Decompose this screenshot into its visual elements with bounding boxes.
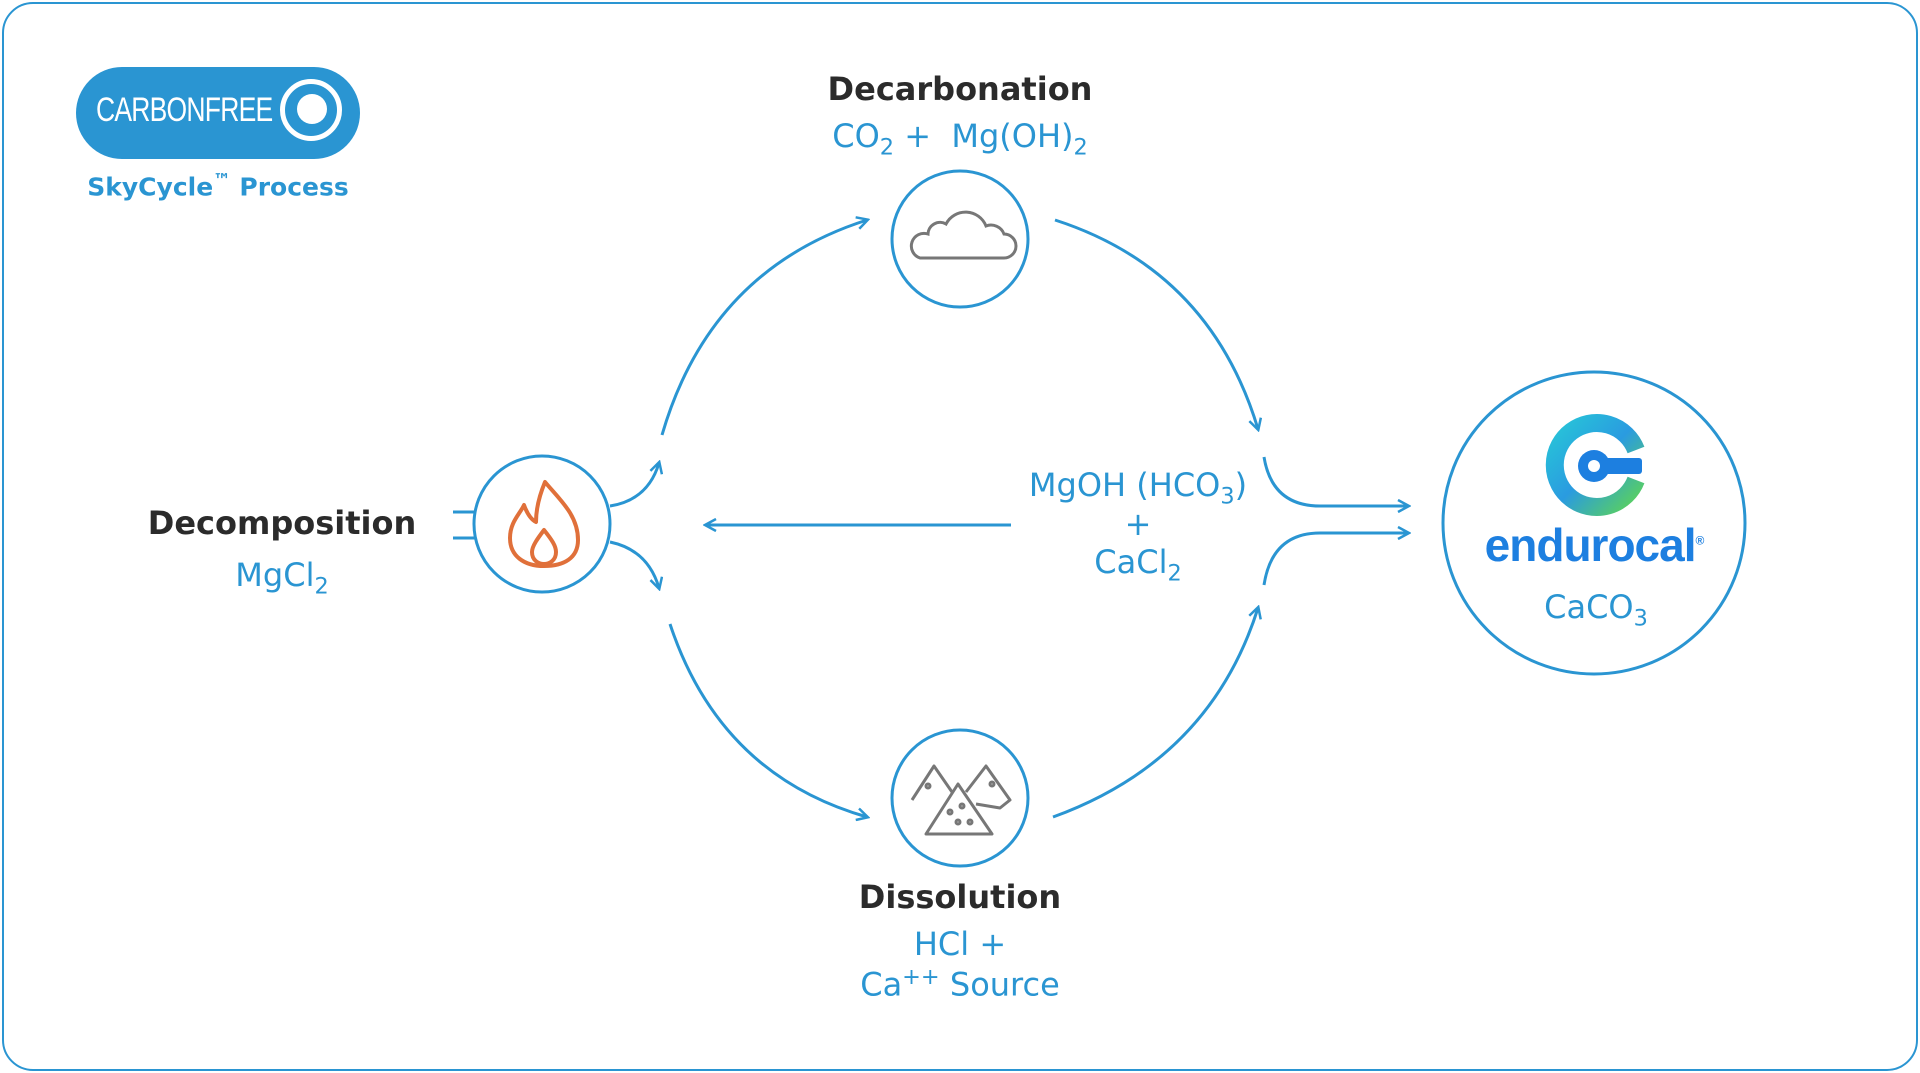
hco3-sub: 3 (1220, 483, 1235, 510)
arrow-dissolution-to-product (1052, 608, 1258, 819)
mgcl2-sub: 2 (314, 573, 329, 600)
center-line1: MgOH (HCO3) (1029, 466, 1247, 509)
mgcl2: MgCl (235, 556, 315, 594)
mgoh2-sub: 2 (1073, 134, 1088, 161)
source: Source (939, 965, 1060, 1004)
caco3-sub: 3 (1633, 605, 1648, 632)
dissolution-title: Dissolution (858, 878, 1062, 916)
decomposition-title: Decomposition (147, 504, 417, 542)
decarbonation-formula: CO2 + Mg(OH)2 (832, 117, 1088, 160)
process-word: Process (239, 172, 349, 202)
globe-icon (280, 79, 342, 141)
carbonfree-logo: CARBONFREE (76, 67, 360, 159)
center-line3: CaCl2 (1094, 543, 1181, 586)
arrow-decomposition-to-decarbonation (660, 220, 867, 436)
ca: Ca (860, 965, 903, 1004)
decarbonation-title: Decarbonation (827, 70, 1093, 108)
dissolution-line1: HCl + (913, 925, 1007, 963)
arrow-merge-bottom (1262, 533, 1408, 586)
co2-sub: 2 (879, 134, 895, 161)
cloud-icon (909, 210, 1018, 260)
fire-icon (508, 480, 580, 568)
cacl2-sub: 2 (1167, 560, 1182, 587)
endurocal-text: endurocal (1484, 519, 1697, 571)
arrow-decarbonation-to-product (1054, 218, 1258, 429)
skycycle-name: SkyCycle (87, 172, 214, 202)
paren: ) (1234, 466, 1248, 504)
center-plus: + (1124, 505, 1152, 543)
plus: + (904, 117, 932, 155)
arrow-decomposition-to-dissolution (668, 623, 867, 817)
trademark: ™ (213, 171, 231, 191)
rocks-icon (910, 764, 1012, 836)
endurocal-logo-icon (1545, 414, 1645, 516)
mgoh2: Mg(OH) (951, 117, 1074, 155)
product-circle (1441, 370, 1747, 676)
cacl2: CaCl (1094, 543, 1168, 581)
arrow-merge-top (1262, 456, 1408, 506)
decomposition-circle (472, 454, 612, 594)
arrow-fire-up (609, 463, 659, 508)
dissolution-line2: Ca++ Source (860, 964, 1060, 1004)
dissolution-circle (890, 728, 1030, 868)
mgoh-hco: MgOH (HCO (1028, 466, 1221, 504)
caco3: CaCO (1544, 588, 1634, 626)
arrow-fire-down (609, 540, 659, 588)
co2: CO (832, 117, 880, 155)
decomposition-formula: MgCl2 (235, 556, 328, 599)
endurocal-wordmark: endurocal® (1484, 518, 1705, 572)
decarbonation-circle (890, 169, 1030, 309)
ca-charge: ++ (902, 964, 940, 990)
product-formula: CaCO3 (1544, 588, 1648, 631)
registered-mark: ® (1695, 533, 1704, 548)
carbonfree-logo-text: CARBONFREE (96, 91, 273, 129)
skycycle-process-label: SkyCycle™ Process (87, 171, 349, 201)
